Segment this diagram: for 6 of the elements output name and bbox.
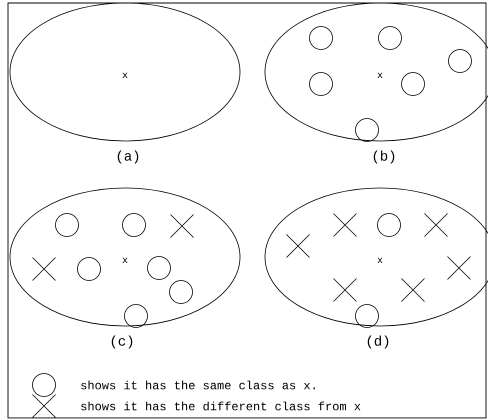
panel-label: (a) [118,150,138,164]
panel-label: (c) [112,335,132,348]
legend-text: shows it has the same class as x. [81,380,315,390]
legend-text: shows it has the different class from x [81,402,360,410]
panel-label: (d) [368,335,388,348]
panel-label: (b) [374,150,394,164]
